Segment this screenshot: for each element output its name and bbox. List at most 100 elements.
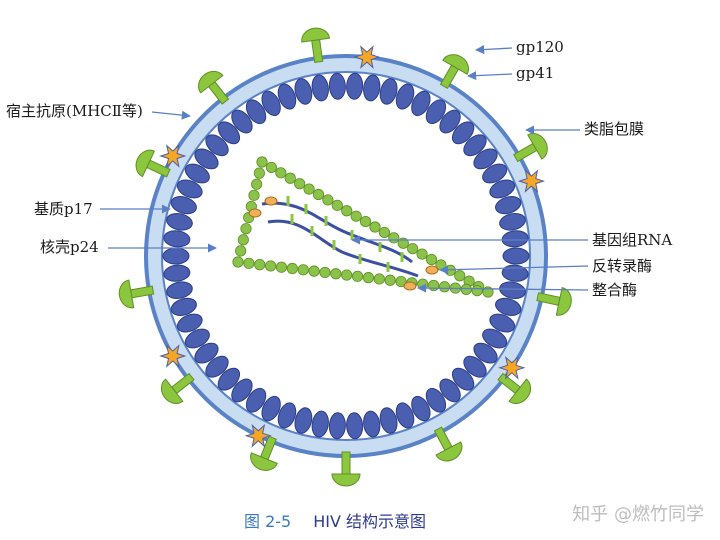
glycoprotein-spike [118, 279, 155, 309]
host-antigen [159, 344, 187, 368]
label-integrase: 整合酶 [592, 281, 638, 299]
matrix-protein [502, 247, 530, 265]
label-host-antigen: 宿主抗原(MHCⅡ等) [6, 102, 143, 120]
matrix-protein [261, 90, 281, 117]
enzyme-particle [264, 196, 278, 206]
matrix-protein [395, 83, 415, 110]
capsid-bead [384, 274, 396, 286]
glycoprotein-spike [160, 372, 195, 404]
host-antigen [244, 423, 272, 448]
matrix-protein [439, 378, 461, 403]
capsid-bead [388, 232, 400, 244]
matrix-protein [346, 412, 364, 440]
gp120-cap [301, 27, 331, 43]
capsid-bead [350, 210, 362, 222]
matrix-protein [245, 387, 267, 413]
matrix-protein [205, 134, 229, 157]
gp120-cap [508, 378, 532, 404]
matrix-protein [217, 121, 241, 145]
gp120-cap [435, 441, 463, 462]
capsid-bead [265, 260, 277, 272]
matrix-protein [176, 313, 203, 333]
matrix-protein [411, 90, 431, 117]
matrix-protein [163, 230, 191, 248]
matrix-protein [495, 297, 522, 316]
matrix-protein [425, 387, 447, 413]
figure-title: HIV 结构示意图 [313, 512, 427, 531]
label-gp41: gp41 [516, 64, 555, 82]
gp120-cap [118, 279, 135, 309]
glycoprotein-spikes [118, 27, 572, 487]
capsid-bead [284, 172, 296, 184]
matrix-protein [363, 74, 381, 102]
capsid-bead [407, 243, 419, 255]
matrix-protein [277, 83, 297, 110]
host-antigens [159, 45, 546, 448]
genome-rna [261, 196, 419, 278]
glycoprotein-spike [135, 149, 171, 178]
capsid-bead [425, 253, 438, 266]
capsid-bead [251, 178, 263, 190]
matrix-p17-layer [162, 72, 530, 440]
matrix-protein [231, 378, 253, 403]
matrix-protein [166, 213, 193, 231]
enzyme-particle [248, 208, 262, 218]
matrix-protein [451, 367, 475, 391]
matrix-protein [451, 121, 475, 145]
matrix-protein [294, 78, 313, 105]
host-antigen [159, 144, 187, 168]
matrix-protein [463, 355, 487, 378]
host-antigen [353, 45, 381, 69]
gp120-cap [250, 452, 278, 471]
capsid-bead [362, 272, 375, 284]
gp120-cap [160, 378, 184, 404]
label-gp120: gp120 [516, 38, 564, 56]
capsid-bead [341, 205, 353, 217]
capsid-bead [378, 226, 391, 239]
capsid-bead [416, 248, 428, 260]
matrix-protein [294, 407, 313, 434]
capsid-bead [297, 264, 309, 276]
capsid-bead [243, 257, 255, 269]
host-antigen [498, 355, 526, 380]
figure-number: 图 2-5 [244, 512, 292, 531]
capsid-bead [237, 234, 249, 246]
matrix-protein [311, 74, 329, 102]
host-antigen [517, 169, 546, 193]
capsid-bead [294, 178, 306, 190]
label-matrix: 基质p17 [34, 200, 93, 218]
matrix-protein [245, 99, 267, 125]
capsid-bead [275, 167, 287, 179]
capsid-bead [397, 237, 409, 249]
capsid-bead [373, 273, 385, 285]
capsid-bead [471, 285, 483, 297]
reverse-transcriptase [425, 265, 439, 275]
capsid-bead [330, 268, 342, 280]
capsid-bead [256, 156, 268, 168]
matrix-protein [363, 410, 381, 438]
matrix-protein [311, 410, 329, 438]
capsid-bead [438, 281, 451, 293]
gp41-stalk [439, 64, 460, 89]
matrix-protein [277, 402, 297, 429]
gp41-stalk [341, 451, 351, 475]
matrix-protein [495, 196, 522, 215]
capsid-bead [369, 221, 381, 233]
figure-caption: 图 2-5 HIV 结构示意图 [244, 508, 426, 532]
glycoprotein-spike [198, 70, 230, 105]
matrix-protein [261, 395, 281, 422]
capsid-bead [248, 189, 260, 201]
capsid-bead [428, 279, 440, 292]
gp120-cap [135, 149, 156, 178]
capsid-bead [312, 188, 325, 201]
capsid-bead [253, 167, 265, 179]
matrix-protein [501, 264, 529, 282]
capsid-bead [265, 161, 278, 174]
glycoprotein-spike [301, 27, 331, 64]
matrix-protein [170, 297, 197, 316]
capsid-bead [460, 283, 472, 295]
matrix-protein [473, 342, 498, 364]
matrix-protein [425, 99, 447, 125]
capsid-bead [341, 269, 353, 281]
